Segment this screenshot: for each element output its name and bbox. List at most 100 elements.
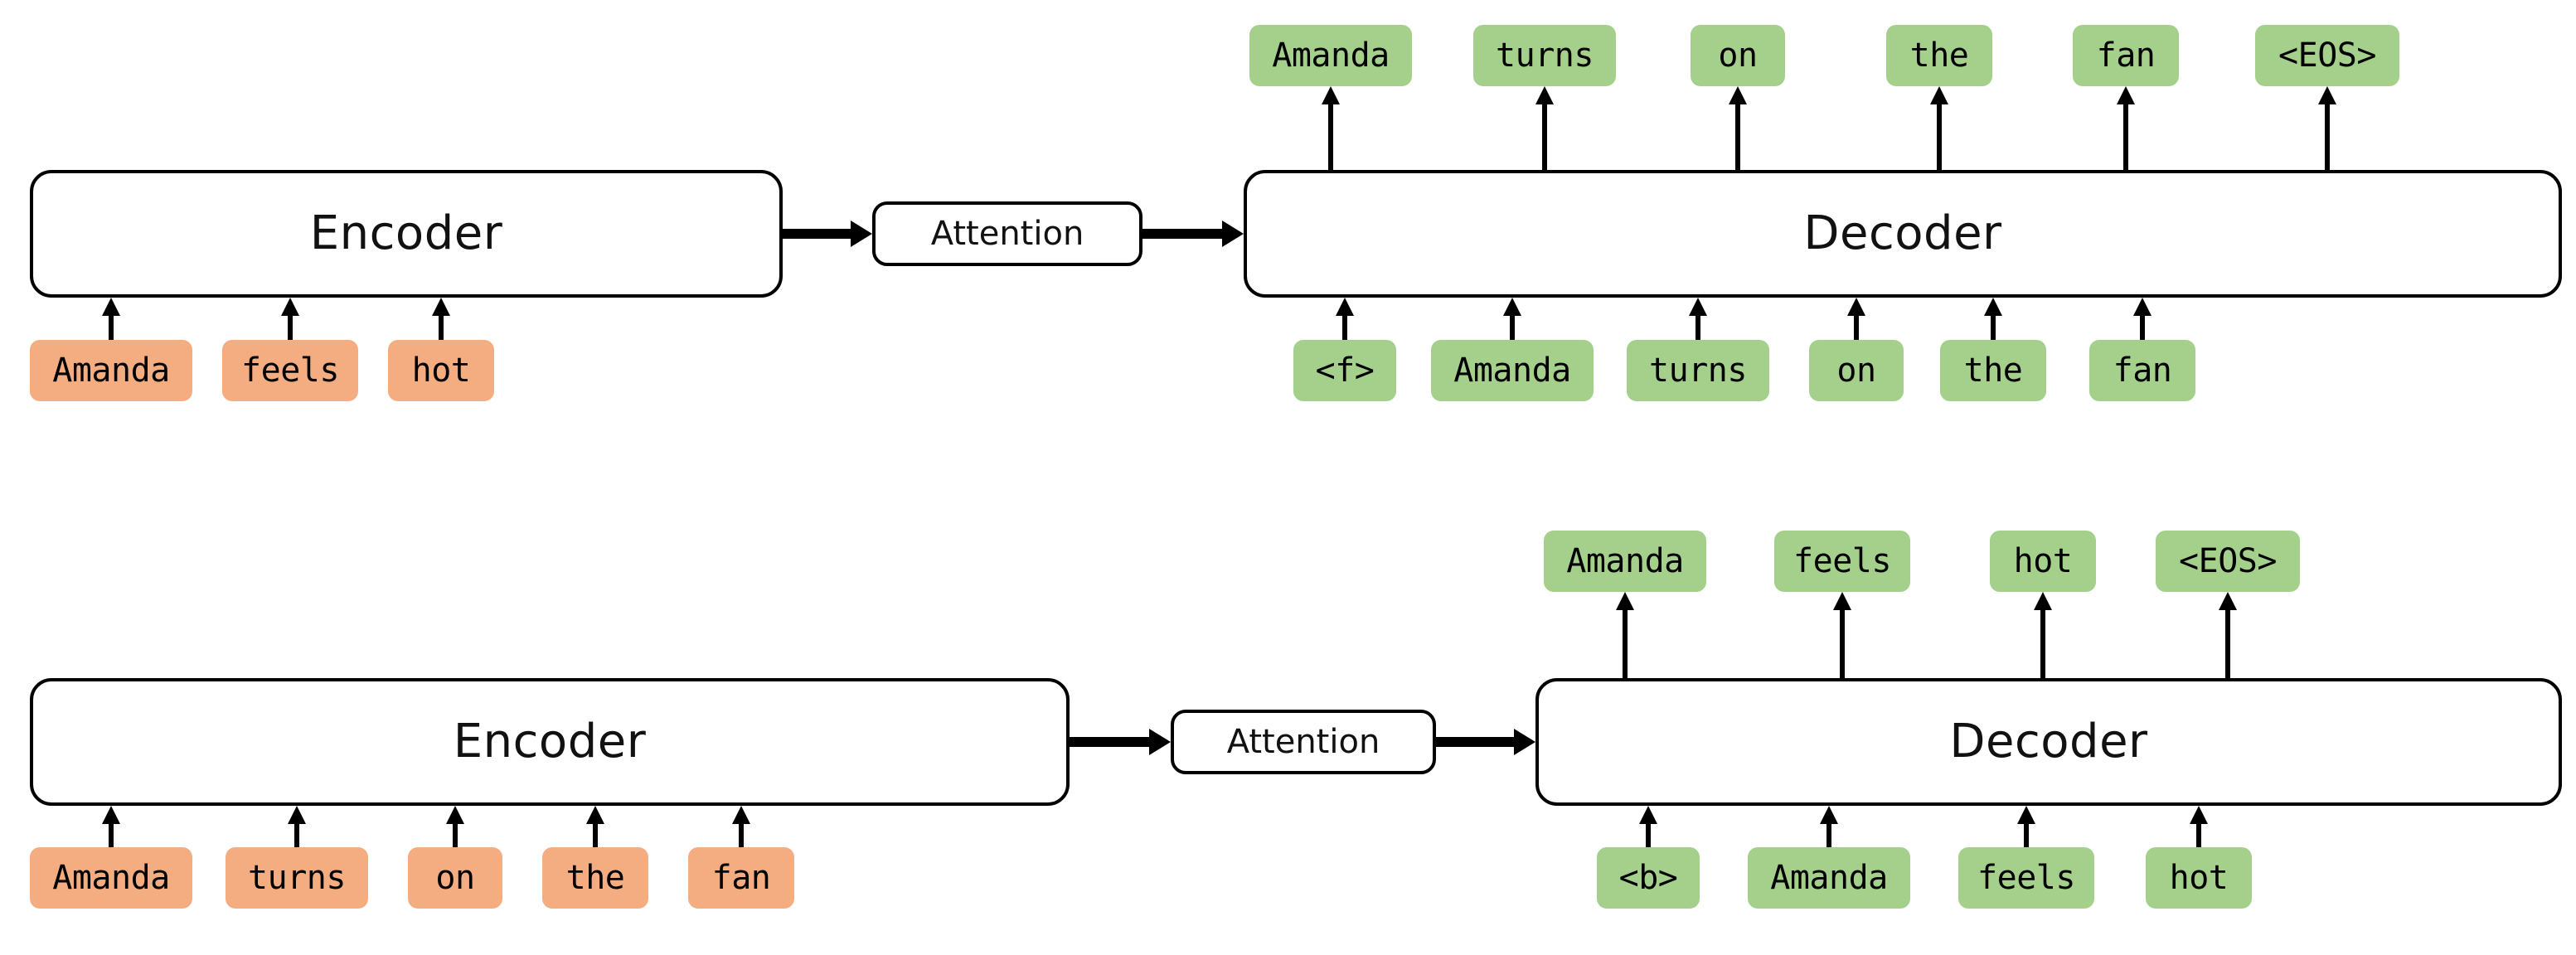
token-encoder_inputs-0[interactable]: Amanda: [30, 340, 192, 401]
arrow-shaft: [1436, 737, 1517, 747]
arrow-shaft: [109, 821, 114, 847]
arrowhead-icon: [2318, 86, 2336, 104]
encoder-label: Encoder: [453, 715, 647, 768]
arrowhead-icon: [732, 806, 750, 824]
attention-box: Attention: [1171, 710, 1436, 774]
arrowhead-icon: [102, 298, 120, 316]
arrow-shaft: [109, 313, 114, 340]
token-decoder_outputs-1[interactable]: feels: [1774, 531, 1910, 592]
arrow-shaft: [1991, 313, 1996, 340]
token-encoder_inputs-2[interactable]: on: [408, 847, 502, 909]
arrow-shaft: [2024, 821, 2029, 847]
arrow-shaft: [1542, 101, 1547, 170]
token-decoder_outputs-2[interactable]: on: [1691, 25, 1785, 86]
token-decoder_inputs-4[interactable]: the: [1940, 340, 2046, 401]
arrow-shaft: [2325, 101, 2330, 170]
arrowhead-icon: [1729, 86, 1747, 104]
decoder-label: Decoder: [1949, 715, 2148, 768]
arrowhead-icon: [1149, 729, 1171, 755]
token-decoder_outputs-3[interactable]: the: [1886, 25, 1992, 86]
arrow-shaft: [1735, 101, 1740, 170]
arrow-shaft: [1328, 101, 1333, 170]
token-decoder_outputs-5[interactable]: <EOS>: [2255, 25, 2399, 86]
arrowhead-icon: [2017, 806, 2035, 824]
arrowhead-icon: [1535, 86, 1554, 104]
attention-label: Attention: [1226, 723, 1380, 761]
token-decoder_outputs-2[interactable]: hot: [1990, 531, 2096, 592]
arrow-shaft: [1070, 737, 1152, 747]
arrow-shaft: [294, 821, 299, 847]
arrow-shaft: [783, 229, 854, 239]
arrow-shaft: [1826, 821, 1831, 847]
token-decoder_inputs-1[interactable]: Amanda: [1431, 340, 1594, 401]
encoder-box: Encoder: [30, 170, 783, 298]
token-encoder_inputs-1[interactable]: feels: [222, 340, 358, 401]
token-encoder_inputs-2[interactable]: hot: [388, 340, 494, 401]
arrowhead-icon: [1639, 806, 1657, 824]
token-decoder_inputs-0[interactable]: <f>: [1293, 340, 1396, 401]
arrow-shaft: [439, 313, 444, 340]
token-decoder_inputs-3[interactable]: on: [1809, 340, 1904, 401]
arrowhead-icon: [281, 298, 299, 316]
arrowhead-icon: [2117, 86, 2135, 104]
token-decoder_outputs-0[interactable]: Amanda: [1544, 531, 1706, 592]
encoder-box: Encoder: [30, 678, 1070, 806]
arrowhead-icon: [1503, 298, 1521, 316]
arrowhead-icon: [432, 298, 450, 316]
arrow-shaft: [739, 821, 744, 847]
arrow-shaft: [1696, 313, 1700, 340]
arrow-shaft: [288, 313, 293, 340]
token-decoder_inputs-3[interactable]: hot: [2146, 847, 2252, 909]
arrowhead-icon: [446, 806, 464, 824]
token-decoder_outputs-3[interactable]: <EOS>: [2156, 531, 2300, 592]
token-decoder_outputs-0[interactable]: Amanda: [1249, 25, 1412, 86]
arrowhead-icon: [102, 806, 120, 824]
arrowhead-icon: [1336, 298, 1354, 316]
arrowhead-icon: [1984, 298, 2002, 316]
attention-box: Attention: [872, 201, 1142, 266]
token-decoder_inputs-1[interactable]: Amanda: [1748, 847, 1910, 909]
arrowhead-icon: [1689, 298, 1707, 316]
encoder-label: Encoder: [309, 206, 503, 260]
token-decoder_inputs-2[interactable]: feels: [1958, 847, 2094, 909]
arrow-shaft: [2140, 313, 2145, 340]
arrow-shaft: [1840, 607, 1845, 678]
arrowhead-icon: [1322, 86, 1340, 104]
token-decoder_inputs-5[interactable]: fan: [2089, 340, 2195, 401]
arrow-shaft: [1623, 607, 1628, 678]
arrowhead-icon: [2219, 592, 2237, 610]
token-decoder_outputs-1[interactable]: turns: [1473, 25, 1616, 86]
arrow-shaft: [1937, 101, 1942, 170]
arrowhead-icon: [1930, 86, 1948, 104]
arrow-shaft: [453, 821, 458, 847]
arrowhead-icon: [1616, 592, 1634, 610]
token-encoder_inputs-4[interactable]: fan: [688, 847, 794, 909]
arrowhead-icon: [1820, 806, 1838, 824]
token-decoder_outputs-4[interactable]: fan: [2073, 25, 2179, 86]
arrowhead-icon: [586, 806, 604, 824]
arrow-shaft: [2040, 607, 2045, 678]
attention-label: Attention: [930, 215, 1084, 253]
arrowhead-icon: [1222, 221, 1244, 247]
arrow-shaft: [2196, 821, 2201, 847]
arrowhead-icon: [1847, 298, 1865, 316]
token-encoder_inputs-1[interactable]: turns: [226, 847, 368, 909]
arrowhead-icon: [288, 806, 306, 824]
arrow-shaft: [1342, 313, 1347, 340]
token-encoder_inputs-0[interactable]: Amanda: [30, 847, 192, 909]
arrowhead-icon: [851, 221, 872, 247]
arrow-shaft: [1142, 229, 1225, 239]
decoder-box: Decoder: [1535, 678, 2562, 806]
token-encoder_inputs-3[interactable]: the: [542, 847, 648, 909]
arrow-shaft: [2225, 607, 2230, 678]
decoder-box: Decoder: [1244, 170, 2562, 298]
decoder-label: Decoder: [1803, 206, 2002, 260]
arrow-shaft: [2123, 101, 2128, 170]
arrow-shaft: [1510, 313, 1515, 340]
token-decoder_inputs-0[interactable]: <b>: [1597, 847, 1700, 909]
arrowhead-icon: [2034, 592, 2052, 610]
token-decoder_inputs-2[interactable]: turns: [1627, 340, 1769, 401]
arrowhead-icon: [2190, 806, 2208, 824]
arrowhead-icon: [1833, 592, 1851, 610]
